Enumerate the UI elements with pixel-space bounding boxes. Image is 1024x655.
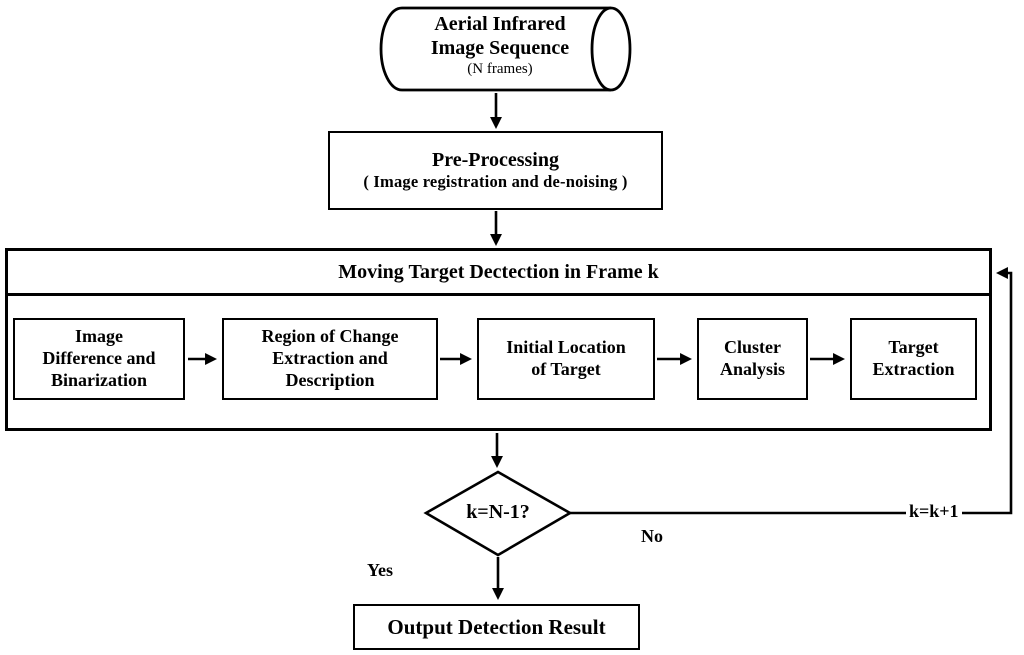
step-line: Extraction and bbox=[272, 348, 388, 369]
detection-title-band: Moving Target Dectection in Frame k bbox=[8, 251, 989, 296]
step-line: Analysis bbox=[719, 359, 786, 379]
step-line: Initial Location bbox=[506, 337, 626, 358]
step-line: Extraction bbox=[872, 359, 955, 379]
step-line: Image bbox=[75, 326, 123, 347]
step-line: Binarization bbox=[50, 369, 147, 390]
preprocessing-title: Pre-Processing bbox=[431, 149, 559, 172]
output-result-box: Output Detection Result bbox=[353, 604, 640, 650]
step-line: Difference and bbox=[42, 348, 156, 369]
step-box-target-extraction: Target Extraction bbox=[850, 318, 977, 400]
output-result-label: Output Detection Result bbox=[387, 614, 606, 639]
preprocessing-box: Pre-Processing ( Image registration and … bbox=[328, 131, 663, 210]
no-edge-label: No bbox=[641, 526, 663, 546]
step-line: of Target bbox=[531, 359, 601, 379]
step-line: Cluster bbox=[724, 337, 781, 358]
step-box-cluster-analysis: Cluster Analysis bbox=[697, 318, 808, 400]
step-line: Region of Change bbox=[261, 326, 399, 347]
increment-edge-label: k=k+1 bbox=[906, 501, 962, 522]
step-line: Target bbox=[888, 337, 939, 358]
step-box-image-difference-binarization: Image Difference and Binarization bbox=[13, 318, 185, 400]
preprocessing-subtitle: ( Image registration and de-noising ) bbox=[363, 172, 628, 192]
detection-title: Moving Target Dectection in Frame k bbox=[338, 260, 659, 283]
source-subtitle: (N frames) bbox=[467, 61, 533, 78]
decision-label: k=N-1? bbox=[466, 501, 530, 523]
step-box-region-of-change: Region of Change Extraction and Descript… bbox=[222, 318, 438, 400]
step-line: Description bbox=[285, 369, 375, 390]
source-cylinder-text: Aerial Infrared Image Sequence (N frames… bbox=[402, 13, 598, 78]
source-title-line: Aerial Infrared bbox=[434, 13, 566, 35]
step-box-initial-location: Initial Location of Target bbox=[477, 318, 655, 400]
yes-edge-label: Yes bbox=[367, 560, 393, 580]
source-title-line: Image Sequence bbox=[430, 36, 570, 59]
